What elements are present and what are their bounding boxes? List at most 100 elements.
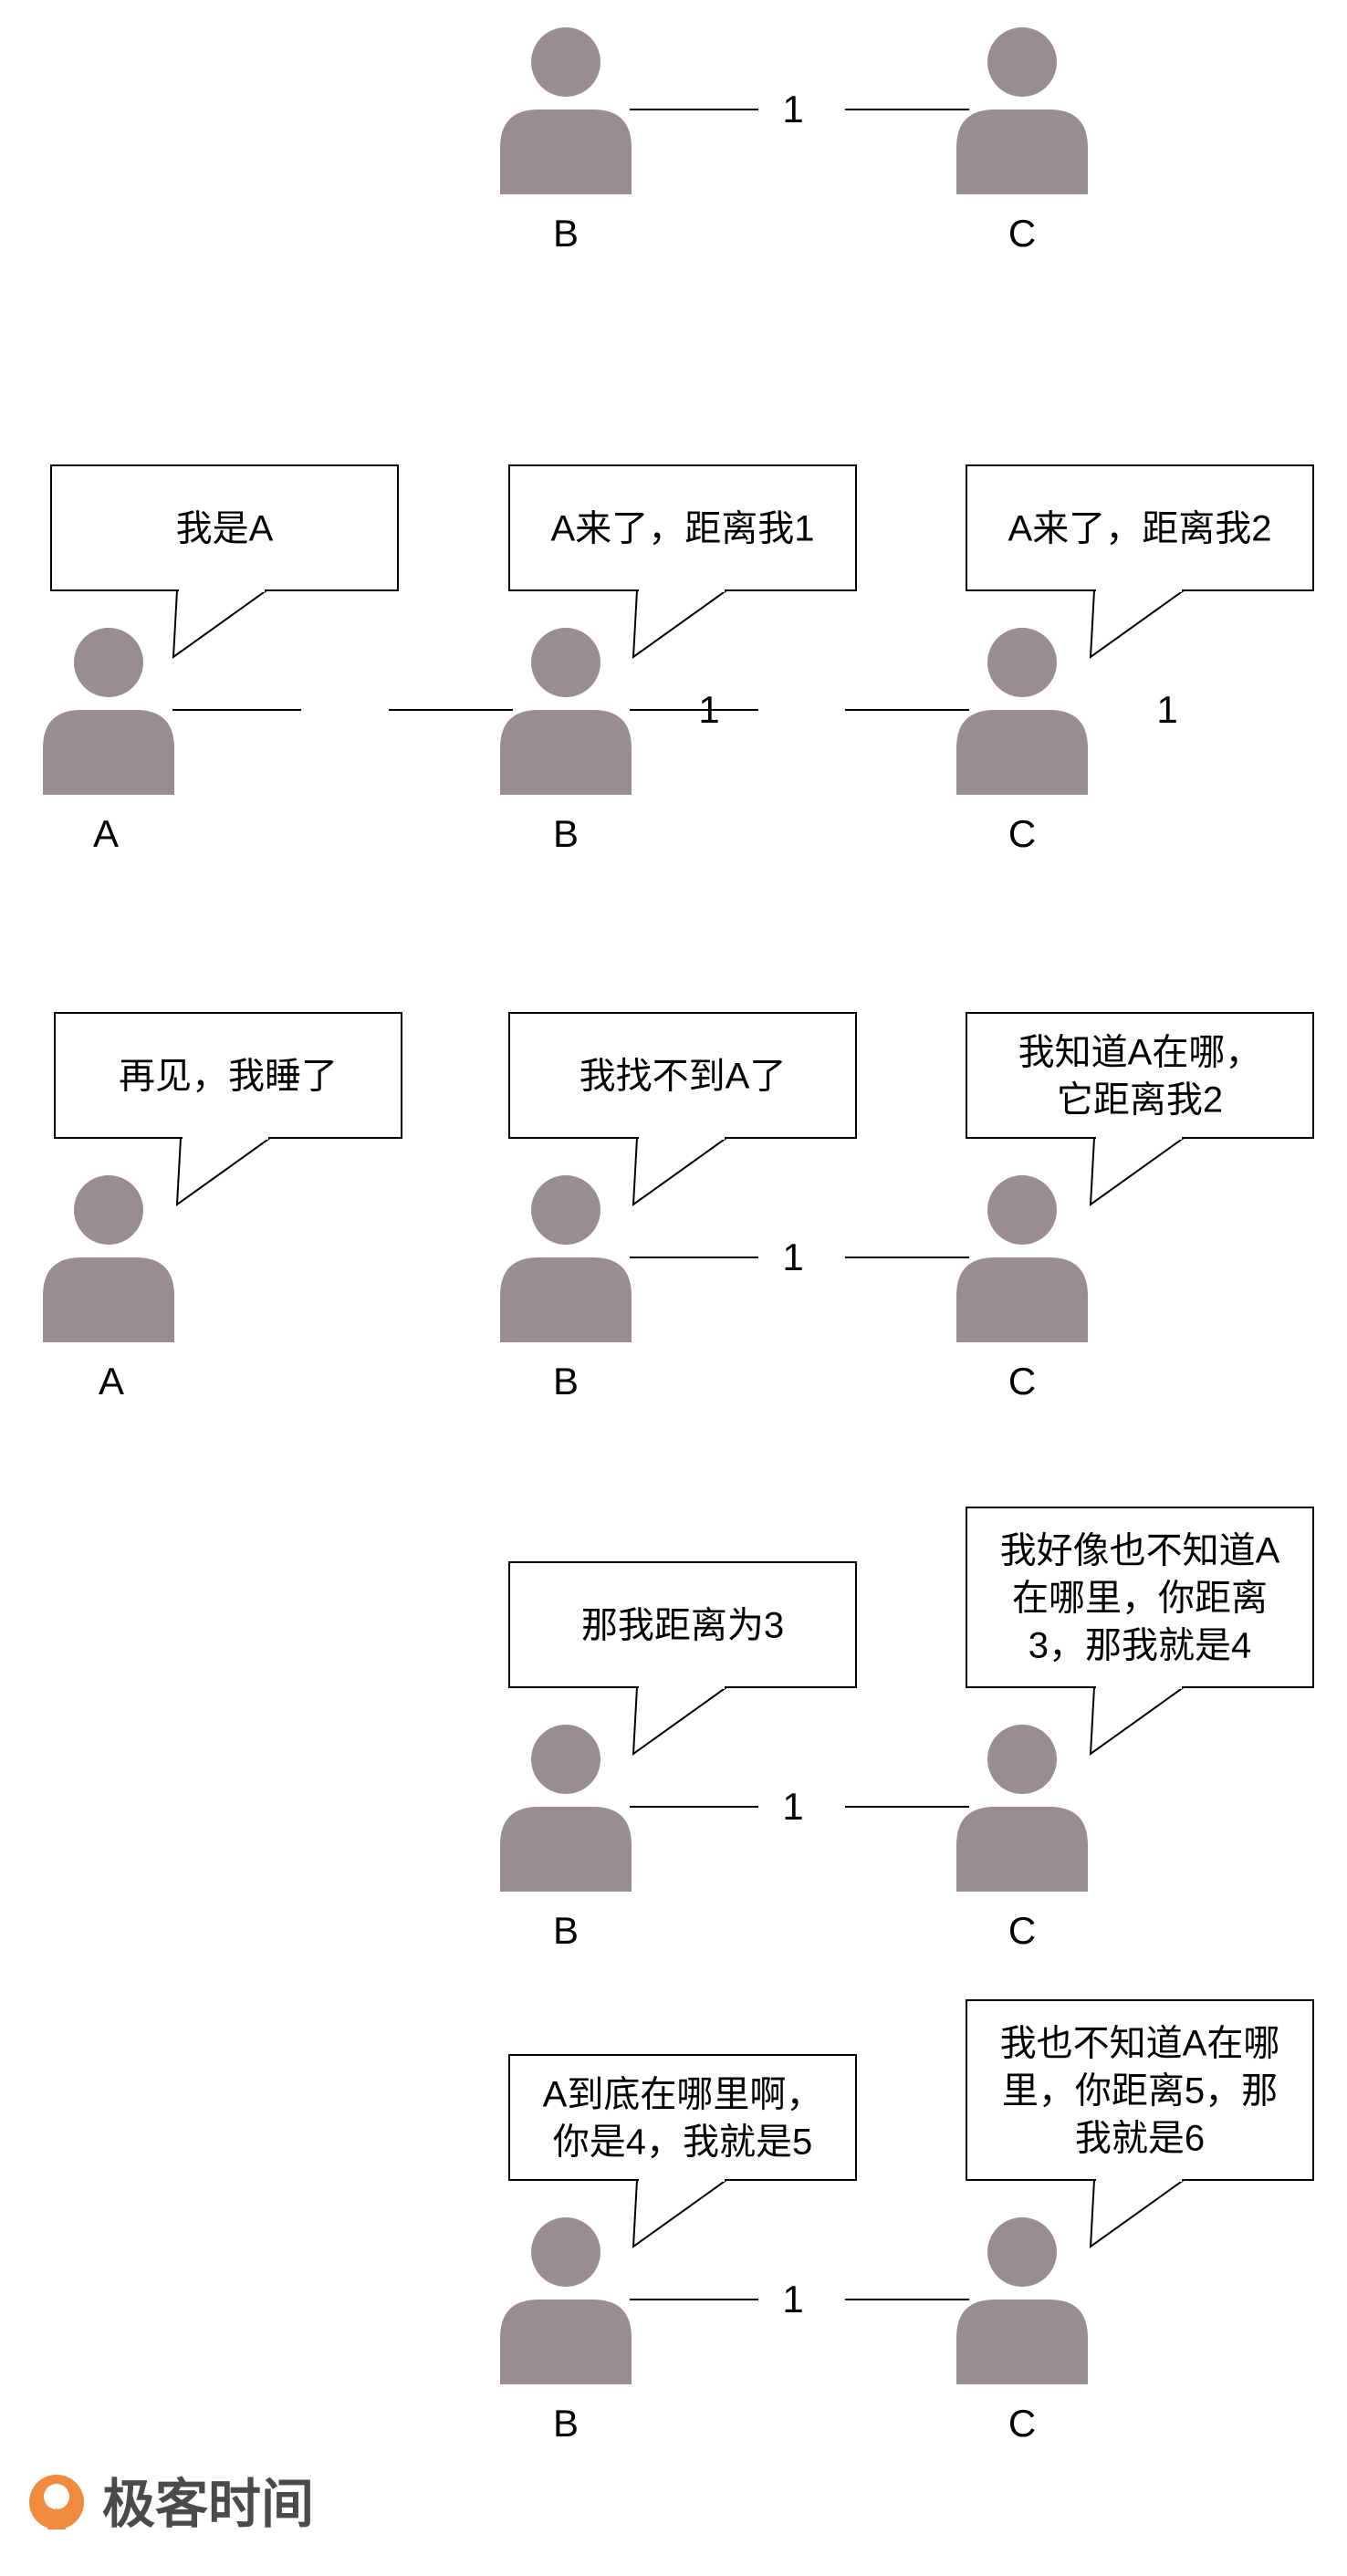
link-weight: 1 — [1156, 688, 1177, 731]
person-body — [43, 710, 174, 795]
speech-bubble: A来了，距离我2 — [966, 464, 1314, 660]
person-icon — [500, 1725, 632, 1892]
speech-bubble-text: 我也不知道A在哪 — [1000, 2024, 1280, 2064]
speech-bubble-tail — [1089, 1686, 1187, 1757]
person-icon — [500, 1175, 632, 1342]
speech-bubble-text: 我知道A在哪， — [1018, 1033, 1262, 1073]
link-edge: 1 — [630, 688, 1178, 731]
speech-bubble-box — [966, 1507, 1314, 1688]
speech-bubble-text: 再见，我睡了 — [119, 1057, 338, 1097]
person-head — [74, 628, 143, 697]
person-icon — [956, 27, 1088, 194]
scene-5: 1B C — [500, 2217, 1088, 2445]
link-weight: 1 — [782, 1785, 803, 1828]
link-edge: 1 — [630, 1785, 969, 1828]
person-icon — [500, 27, 632, 194]
speech-bubble-box — [966, 464, 1314, 591]
person-icon — [956, 1175, 1088, 1342]
speech-bubble-tail — [632, 589, 730, 660]
watermark-text: 极客时间 — [102, 2475, 314, 2534]
node-label: C — [1008, 2402, 1036, 2445]
link-weight: 1 — [782, 2278, 803, 2320]
node-label: B — [553, 2402, 579, 2445]
speech-bubble-text: 3，那我就是4 — [1029, 1626, 1252, 1666]
person-icon — [956, 2217, 1088, 2384]
person-body — [956, 1807, 1088, 1892]
node-label: A — [99, 1360, 124, 1403]
node-label: B — [553, 212, 579, 255]
person-body — [956, 710, 1088, 795]
person-icon — [43, 628, 174, 795]
person-body — [43, 1257, 174, 1342]
scene-4: 1B C — [500, 1725, 1088, 1952]
person-body — [956, 110, 1088, 194]
person-icon — [43, 1175, 174, 1342]
node-label: C — [1008, 1909, 1036, 1952]
speech-bubble-text: 我好像也不知道A — [1000, 1531, 1280, 1571]
speech-bubble-tail — [1089, 1137, 1187, 1207]
person-icon — [500, 628, 632, 795]
node-label: C — [1008, 1360, 1036, 1403]
person-head — [531, 27, 600, 97]
person-head — [987, 1725, 1057, 1794]
person-body — [500, 1257, 632, 1342]
speech-bubble-text: A来了，距离我2 — [1008, 509, 1272, 549]
person-icon — [500, 2217, 632, 2384]
person-body — [500, 110, 632, 194]
speech-bubble-tail — [1089, 2179, 1187, 2249]
link-edge: 1 — [630, 1236, 969, 1278]
node-label: B — [553, 1909, 579, 1952]
link-edge: 1 — [630, 88, 969, 130]
person-head — [987, 2217, 1057, 2287]
link-weight: 1 — [782, 88, 803, 130]
node-label: A — [93, 812, 119, 855]
person-head — [531, 2217, 600, 2287]
link-edge: 1 — [630, 2278, 969, 2320]
speech-bubble: 我找不到A了 — [508, 1012, 857, 1207]
speech-bubble-box — [966, 1012, 1314, 1139]
speech-bubble: A来了，距离我1 — [508, 464, 857, 660]
speech-bubble-text: 你是4，我就是5 — [553, 2122, 813, 2163]
speech-bubble-text: A来了，距离我1 — [551, 509, 815, 549]
person-body — [956, 2300, 1088, 2384]
speech-bubble-text: 它距离我2 — [1057, 1080, 1223, 1121]
watermark: 极客时间 — [29, 2475, 314, 2534]
person-head — [531, 1725, 600, 1794]
speech-bubble: 那我距离为3 — [508, 1561, 857, 1757]
node-label: C — [1008, 212, 1036, 255]
speech-bubble-box — [508, 2054, 857, 2181]
speech-bubble: A到底在哪里啊， 你是4，我就是5 — [508, 2054, 857, 2249]
speech-bubble: 再见，我睡了 — [54, 1012, 402, 1207]
speech-bubble-tail — [632, 1686, 730, 1757]
speech-bubble-text: A到底在哪里啊， — [543, 2075, 823, 2115]
person-head — [74, 1175, 143, 1245]
speech-bubble-tail — [1089, 589, 1187, 660]
person-body — [500, 2300, 632, 2384]
person-icon — [956, 628, 1088, 795]
speech-bubble-tail — [172, 589, 270, 660]
speech-bubble-text: 我就是6 — [1075, 2119, 1205, 2159]
speech-bubble-tail — [175, 1137, 274, 1207]
person-head — [531, 628, 600, 697]
speech-bubble-text: 那我距离为3 — [581, 1606, 784, 1646]
scene-1: 1B C — [500, 27, 1088, 255]
speech-bubble: 我知道A在哪， 它距离我2 — [966, 1012, 1314, 1207]
speech-bubble-text: 里，你距离5，那 — [1002, 2071, 1278, 2112]
speech-bubble-box — [508, 1012, 857, 1139]
link-weight: 1 — [782, 1236, 803, 1278]
person-body — [956, 1257, 1088, 1342]
speech-bubble-box — [508, 1561, 857, 1688]
person-head — [531, 1175, 600, 1245]
speech-bubble-box — [508, 464, 857, 591]
person-body — [500, 1807, 632, 1892]
person-head — [987, 628, 1057, 697]
speech-bubble-box — [966, 1999, 1314, 2181]
speech-bubble-box — [54, 1012, 402, 1139]
speech-bubble-tail — [632, 2179, 730, 2249]
